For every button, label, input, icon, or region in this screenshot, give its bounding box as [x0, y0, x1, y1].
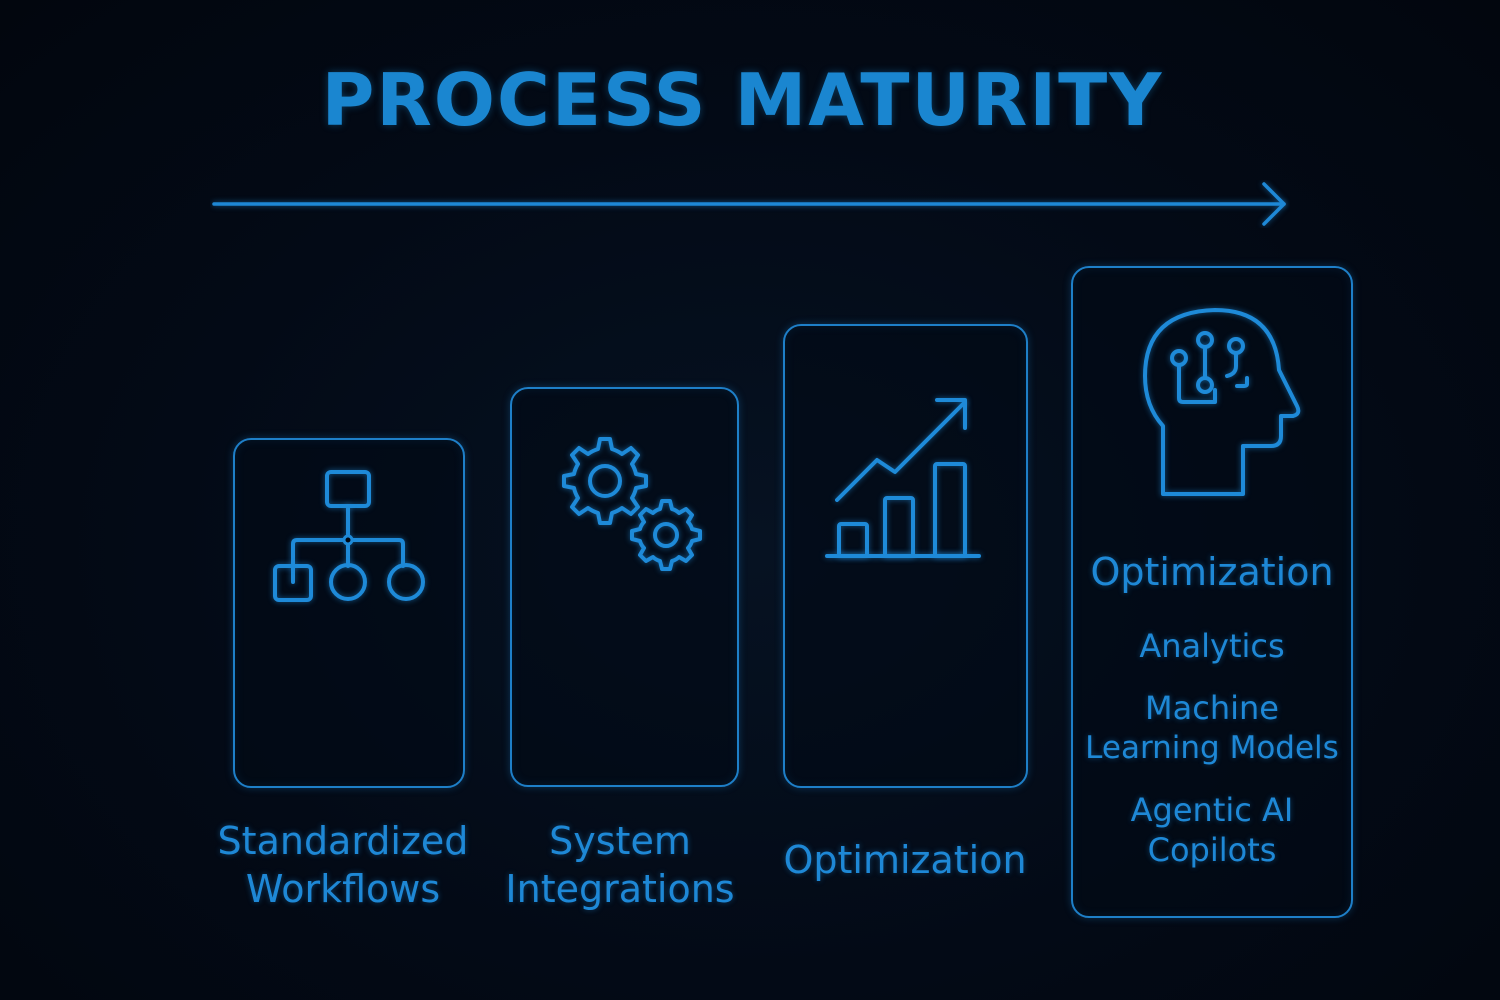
ai-stage-heading: Optimization: [1090, 550, 1334, 594]
hierarchy-flowchart-icon: [273, 470, 425, 602]
stage-label-standardized-workflows: Standardized Workflows: [217, 819, 469, 911]
ai-stage-item-agentic-ai: Agentic AI Copilots: [1130, 791, 1294, 869]
stage-label-system-integrations: System Integrations: [505, 819, 735, 911]
stage-card-standardized-workflows: [233, 438, 465, 788]
growth-bar-chart-icon: [825, 398, 981, 558]
stage-card-system-integrations: [510, 387, 739, 787]
ai-stage-item-analytics: Analytics: [1139, 627, 1285, 665]
progress-arrow-icon: [212, 182, 1286, 226]
stage-label-optimization: Optimization: [783, 838, 1027, 882]
ai-head-circuit-icon: [1143, 308, 1301, 496]
diagram-title: PROCESS MATURITY: [321, 58, 1164, 142]
gears-icon: [562, 437, 702, 571]
stage-card-ai-optimization: Optimization Analytics Machine Learning …: [1071, 266, 1353, 918]
stage-card-optimization: [783, 324, 1028, 788]
ai-stage-item-machine-learning: Machine Learning Models: [1085, 689, 1339, 766]
